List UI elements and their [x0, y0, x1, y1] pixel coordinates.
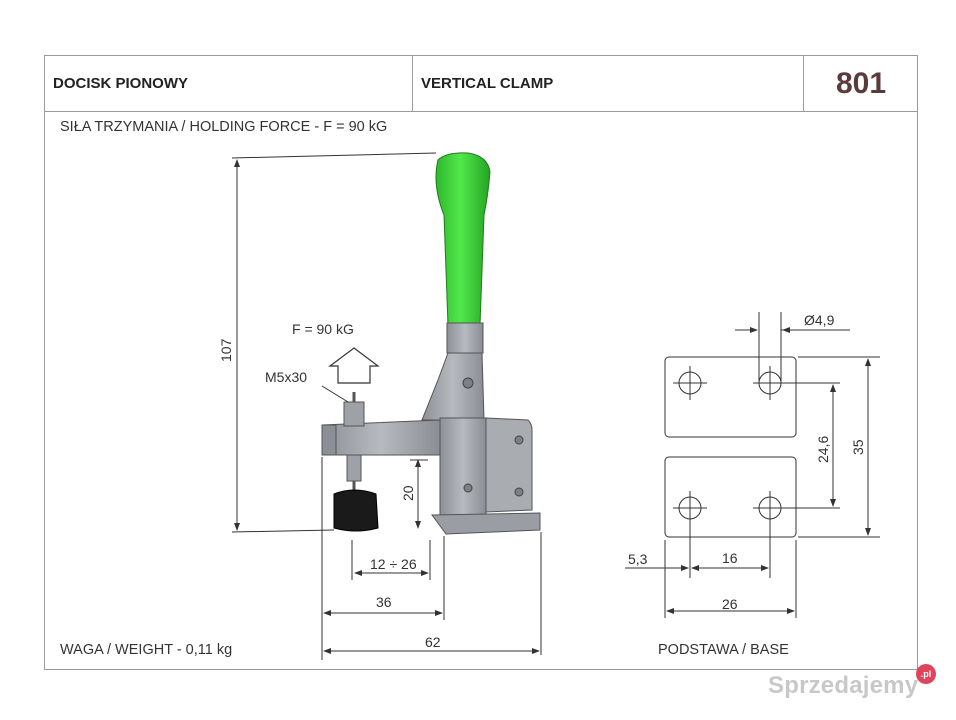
holding-force-spec: SIŁA TRZYMANIA / HOLDING FORCE - F = 90 …: [60, 119, 388, 135]
dim-force: F = 90 kG: [292, 321, 354, 337]
dim-hole-diameter: Ø4,9: [804, 312, 835, 328]
dim-reach: 36: [376, 594, 392, 610]
dim-base-length: 35: [850, 439, 866, 455]
dim-screw: M5x30: [265, 369, 307, 385]
dim-stroke: 12 ÷ 26: [370, 556, 417, 572]
dim-hole-spacing-h: 16: [722, 550, 738, 566]
watermark-badge: .pl: [916, 664, 936, 684]
title-polish: DOCISK PIONOWY: [45, 56, 413, 111]
dim-height-total: 107: [218, 338, 234, 362]
base-caption: PODSTAWA / BASE: [658, 642, 789, 658]
clamp-illustration: [321, 152, 541, 535]
dim-base-width: 26: [722, 596, 738, 612]
model-number: 801: [835, 66, 887, 100]
dim-hole-offset: 5,3: [628, 551, 648, 567]
base-plan: [625, 312, 880, 618]
title-english: VERTICAL CLAMP: [413, 56, 804, 111]
title-block: DOCISK PIONOWY VERTICAL CLAMP 801: [45, 56, 917, 112]
dim-hole-spacing-v: 24,6: [815, 436, 831, 463]
dim-spindle-height: 20: [400, 485, 416, 501]
watermark-text: Sprzedajemy: [768, 672, 919, 699]
dimension-lines: [231, 152, 542, 660]
dim-length-total: 62: [425, 634, 441, 650]
weight-spec: WAGA / WEIGHT - 0,11 kg: [60, 642, 233, 658]
